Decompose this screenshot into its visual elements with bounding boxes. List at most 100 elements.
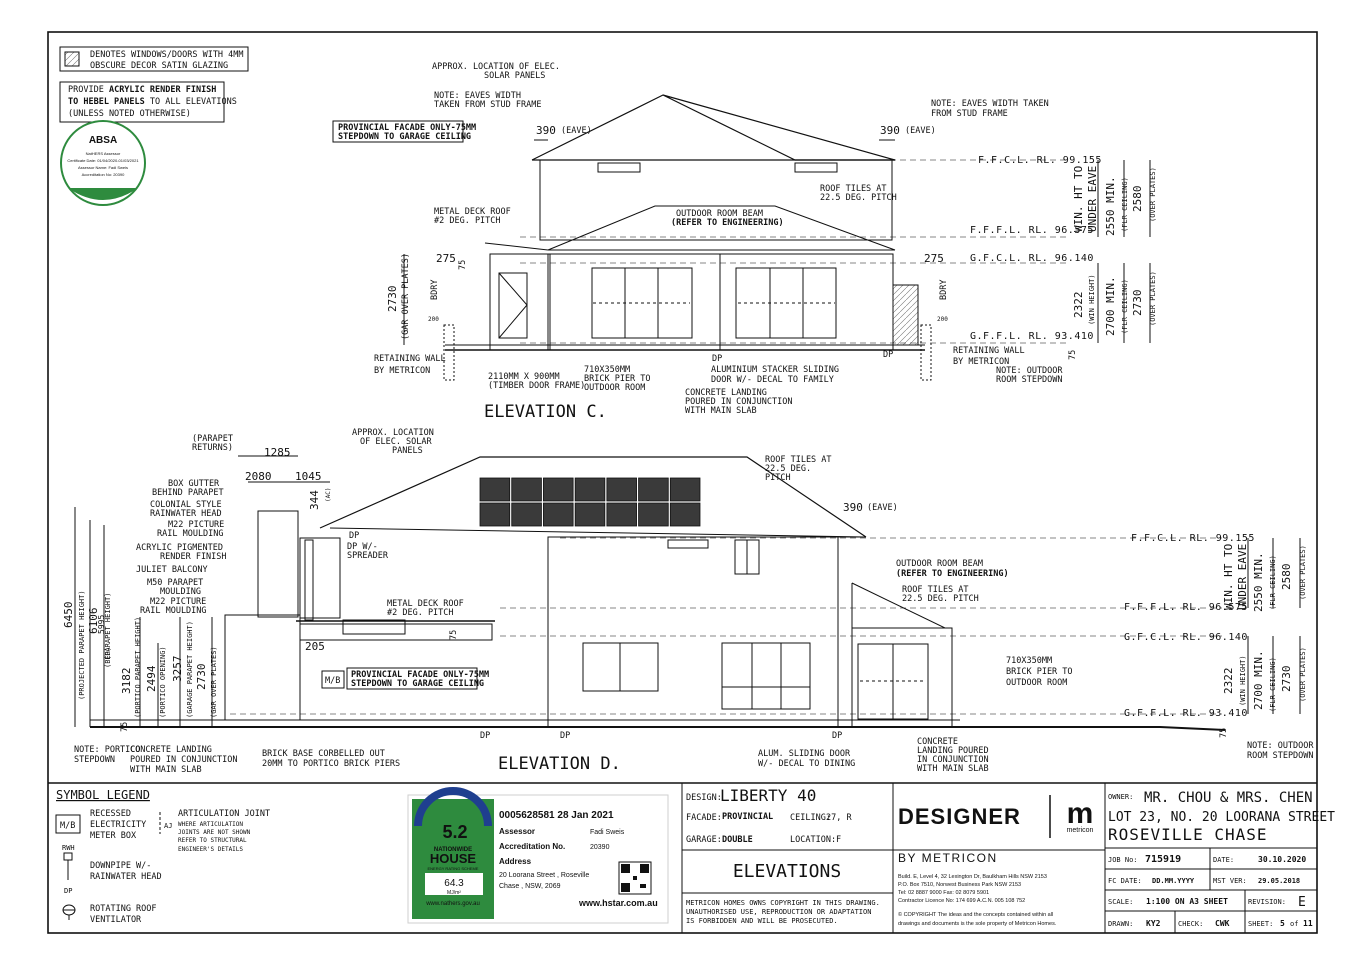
c-metal-deck-2: #2 DEG. PITCH (434, 216, 501, 226)
d-beam-2: (REFER TO ENGINEERING) (896, 569, 1009, 579)
brand-block: DESIGNER m metricon BY METRICON Build. E… (892, 783, 1105, 933)
fc-date-label: FC DATE: (1108, 877, 1142, 885)
c-metal-deck-1: METAL DECK ROOF (434, 207, 511, 217)
downpipe-icon (63, 852, 73, 880)
c-retaining-left-1: RETAINING WALL (374, 354, 446, 364)
d-dim-6450-label: (PROJECTED PARAPET HEIGHT) (78, 590, 86, 700)
d-parapet-returns-2: RETURNS) (192, 443, 233, 453)
c-landing-3: WITH MAIN SLAB (685, 406, 757, 416)
d-dp-1: DP (349, 531, 359, 541)
d-dim-2580: 2580 (1280, 564, 1293, 591)
d-m22-1: M22 PICTURE (168, 520, 224, 530)
roof-ventilator-icon (62, 904, 76, 920)
absa-logo: ABSA (89, 135, 117, 146)
nathers-nationwide: NATIONWIDE (434, 847, 472, 853)
check-label: CHECK: (1178, 920, 1203, 928)
d-landing-r-3: IN CONJUNCTION (917, 755, 989, 765)
d-dim-2700: 2700 MIN. (1252, 650, 1265, 710)
c-dim-2580: 2580 (1131, 186, 1144, 213)
solar-panel (543, 502, 574, 527)
absa-line-4: Accreditation No: 20390 (82, 172, 125, 177)
nathers-accred-label: Accreditation No. (499, 842, 565, 851)
c-bdry-left: BDRY (430, 280, 440, 300)
d-dim-2322-label: (WIN HEIGHT) (1239, 655, 1247, 706)
d-metal-deck-2: #2 DEG. PITCH (387, 608, 454, 618)
d-m50-2: MOULDING (160, 587, 201, 597)
d-dim-2494-label: (PORTICO OPENING) (159, 646, 167, 718)
solar-panel (574, 477, 606, 502)
qr-code-icon (618, 861, 652, 895)
c-facade-note-1: PROVINCIAL FACADE ONLY-75MM (338, 123, 476, 133)
sheet-label: SHEET: (1248, 920, 1273, 928)
render-note-b: ACRYLIC RENDER FINISH (109, 85, 216, 95)
c-retaining-right-1: RETAINING WALL (953, 346, 1025, 356)
design-value: LIBERTY 40 (720, 786, 816, 805)
d-rl-ffcl: F.F.C.L. RL. 99.155 (1131, 533, 1255, 544)
d-win-ht-1: WIN. HT TO (1222, 544, 1235, 610)
mst-ver-label: MST VER: (1213, 877, 1247, 885)
drawn-value: KY2 (1146, 919, 1161, 928)
nathers-certificate-number: 0005628581 28 Jan 2021 (499, 810, 614, 821)
d-acrylic-1: ACRYLIC PIGMENTED (136, 543, 223, 553)
c-eave-right: 390 (880, 124, 900, 137)
legend-aj-symbol: AJ (164, 822, 172, 830)
revision-label: REVISION: (1248, 898, 1286, 906)
obscure-glazing-swatch (64, 51, 80, 67)
d-dim-2080: 2080 (245, 470, 272, 483)
suburb: ROSEVILLE CHASE (1108, 825, 1268, 844)
c-pier-note-1: 710X350MM (584, 365, 630, 375)
c-eaves-note-1: NOTE: EAVES WIDTH (434, 91, 521, 101)
c-dim-2730-label: (GAR OVER PLATES) (401, 253, 411, 340)
d-landing-1: CONCRETE LANDING (130, 745, 212, 755)
copyright-line-3: IS FORBIDDEN AND WILL BE PROSECUTED. (686, 917, 838, 925)
c-door-note-1: 2110MM X 900MM (488, 372, 560, 382)
ceiling-label: CEILING: (790, 813, 831, 823)
brand-address-1: Build. E, Level 4, 32 Lexington Dr, Baul… (898, 874, 1047, 880)
title-block: OWNER: MR. CHOU & MRS. CHEN LOT 23, NO. … (1104, 783, 1335, 933)
c-stacker-2: DOOR W/- DECAL TO FAMILY (711, 375, 834, 385)
d-dim-3182-label: (PORTICO PARAPET HEIGHT) (134, 617, 142, 718)
c-rl-gffl: G.F.F.L. RL. 93.410 (970, 331, 1094, 342)
ceiling-value: 27, R (826, 813, 852, 823)
render-note-a: PROVIDE (68, 85, 109, 95)
c-dim-2322-label: (WIN HEIGHT) (1088, 274, 1096, 325)
c-door-note-2: (TIMBER DOOR FRAME) (488, 381, 585, 391)
nathers-address-2: Chase , NSW, 2069 (499, 883, 561, 890)
nathers-mj-value: 64.3 (444, 878, 464, 889)
d-dim-2730: 2730 (195, 664, 208, 691)
d-dp-2: DP (480, 731, 490, 741)
owner-value: MR. CHOU & MRS. CHEN (1144, 790, 1313, 806)
date-value: 30.10.2020 (1258, 855, 1306, 864)
render-note-d: TO ALL ELEVATIONS (145, 97, 237, 107)
nathers-assessor-label: Assessor (499, 827, 535, 836)
c-win-ht-2: UNDER EAVE (1086, 166, 1099, 232)
c-dim-2730: 2730 (386, 286, 399, 313)
elevation-c-title: ELEVATION C. (484, 402, 607, 422)
solar-panel (669, 502, 701, 527)
c-roof-tiles-1: ROOF TILES AT (820, 184, 887, 194)
obscure-note-line-2: OBSCURE DECOR SATIN GLAZING (90, 61, 228, 71)
legend-meter-box-symbol: M/B (60, 821, 75, 831)
c-stacker-1: ALUMINIUM STACKER SLIDING (711, 365, 839, 375)
c-stepdown-1: NOTE: OUTDOOR (996, 366, 1063, 376)
legend-articulation-5: ENGINEER'S DETAILS (178, 846, 243, 853)
d-dp-spreader-1: DP W/- (347, 542, 378, 552)
date-label: DATE: (1213, 856, 1234, 864)
location-label: LOCATION: (790, 835, 836, 845)
c-dim-2580-label: (OVER PLATES) (1149, 167, 1157, 222)
render-note-c: TO HEBEL PANELS (68, 97, 145, 107)
legend-recessed-1: RECESSED (90, 809, 131, 819)
legend-title: SYMBOL LEGEND (56, 788, 150, 802)
solar-panel (543, 477, 574, 502)
solar-panel (638, 502, 669, 527)
d-dim-2730-r: 2730 (1280, 666, 1293, 693)
c-dim-75-left: 75 (458, 260, 468, 270)
nathers-url-left: www.nathers.gov.au (425, 901, 480, 907)
d-rain-head-2: RAINWATER HEAD (150, 509, 222, 519)
design-label: DESIGN: (686, 793, 722, 803)
solar-panel (479, 477, 511, 502)
nathers-star-rating: 5.2 (442, 822, 467, 842)
d-pier-3: OUTDOOR ROOM (1006, 678, 1067, 688)
c-rl-fffl: F.F.F.L. RL. 96.575 (970, 225, 1094, 236)
d-facade-2: STEPDOWN TO GARAGE CEILING (351, 679, 484, 689)
